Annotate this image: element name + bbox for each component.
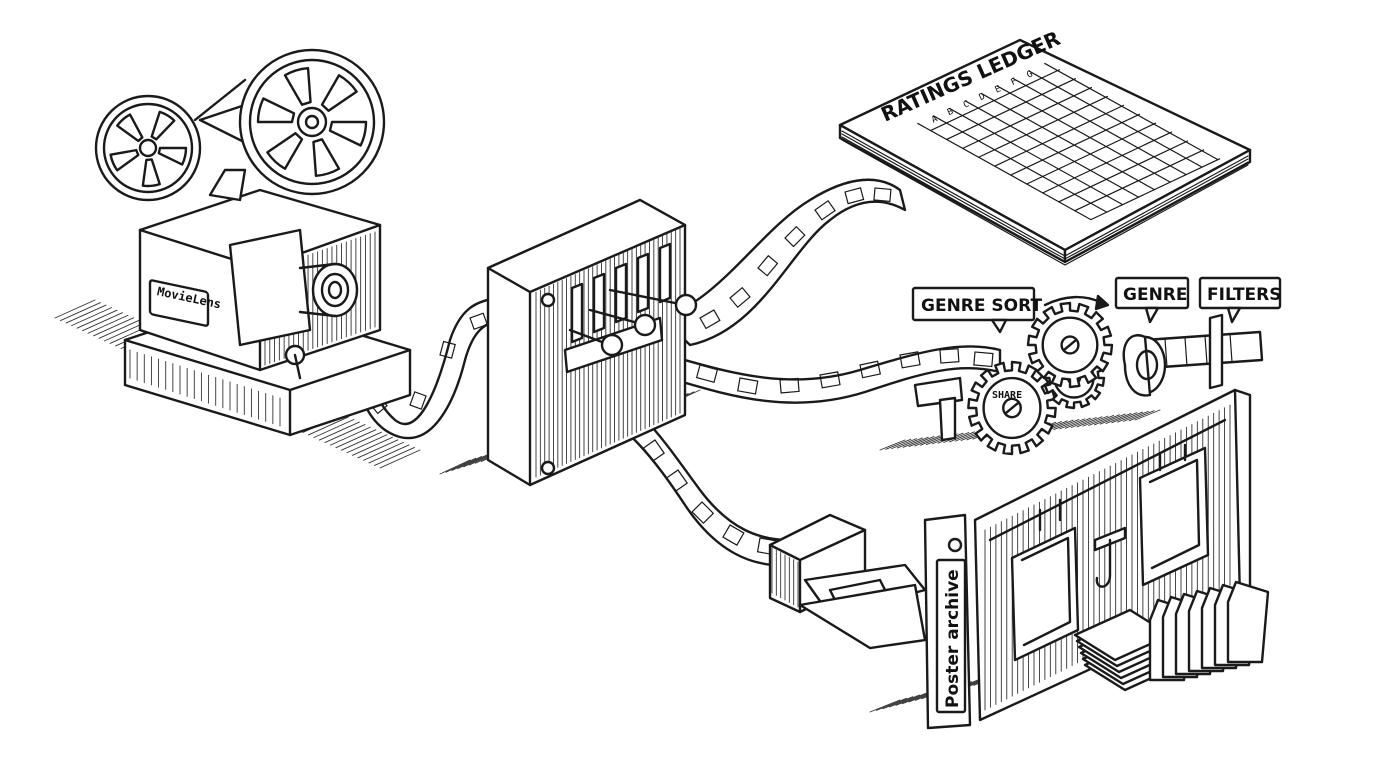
film-reel-icon [94, 94, 202, 202]
gear-icon [1026, 301, 1114, 389]
ledger-column-header: G [1025, 69, 1034, 80]
splitter-box-icon [486, 198, 698, 487]
gear-icon [967, 360, 1057, 456]
callout-genre-sort: GENRE SORT [911, 286, 1042, 334]
callout-genre: GENRE [1114, 276, 1190, 324]
ledger-column-header: D [978, 92, 987, 103]
projector-nameplate [148, 279, 210, 327]
rotation-arrow-icon [1043, 295, 1102, 307]
poster-archive-rack: Poster archive [923, 388, 1270, 730]
ledger-column-header: A [930, 114, 940, 126]
film-reel-icon [1122, 334, 1167, 397]
ledger-column-header: C [962, 99, 971, 110]
gear-stamp-label: SHARE [992, 390, 1022, 401]
genre-label: GENRE [1123, 285, 1188, 305]
filters-label: FILTERS [1207, 285, 1282, 305]
film-reel-icon [238, 48, 386, 196]
poster-archive-label: Poster archive [943, 569, 963, 708]
genre-sort-gears: SHARE [913, 294, 1167, 456]
callout-filters: FILTERS [1198, 276, 1282, 324]
ledger-column-header: E [994, 84, 1003, 95]
cassette-slot-icon [768, 513, 927, 650]
film-projector: MovieLens [94, 48, 412, 437]
ledger-column-header: F [1010, 77, 1019, 88]
ledger-column-header: B [946, 107, 955, 118]
genre-sort-label: GENRE SORT [921, 296, 1042, 316]
film-strip-to-ledger [660, 178, 907, 347]
